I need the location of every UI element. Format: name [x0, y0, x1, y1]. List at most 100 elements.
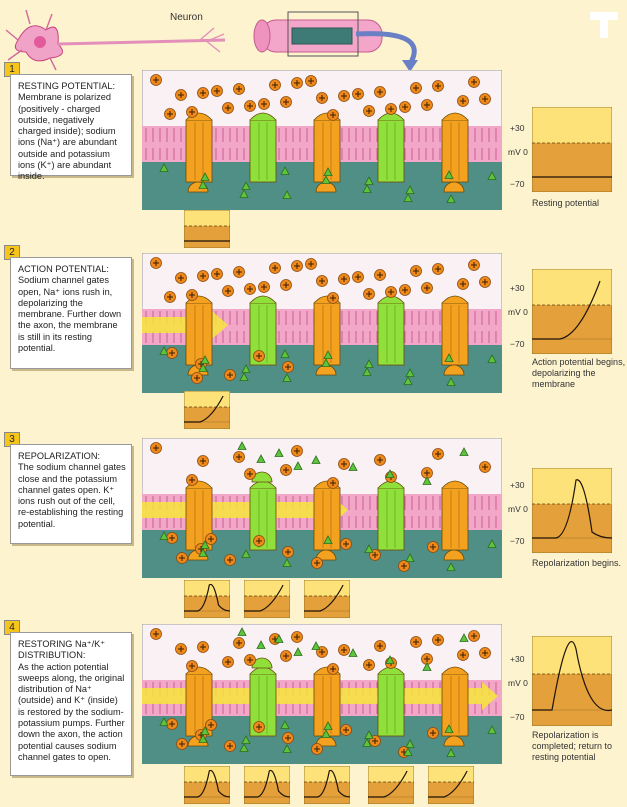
- sodium-ion: [205, 533, 217, 545]
- sodium-ion: [244, 100, 256, 112]
- axis-label-zero: mV 0: [508, 678, 528, 688]
- sodium-ion: [340, 724, 352, 736]
- potassium-ion: [321, 175, 331, 184]
- sodium-channel: [185, 112, 213, 183]
- potassium-ion: [444, 724, 454, 733]
- sodium-ion: [432, 634, 444, 646]
- potassium-ion: [444, 170, 454, 179]
- sodium-ion: [385, 286, 397, 298]
- potassium-ion: [239, 372, 249, 381]
- potassium-ion: [362, 367, 372, 376]
- sodium-ion: [468, 630, 480, 642]
- sodium-ion: [363, 659, 375, 671]
- sodium-ion: [280, 650, 292, 662]
- corner-mark: [590, 12, 618, 38]
- membrane-panel: [142, 438, 502, 578]
- graph-upper-region: [244, 580, 290, 596]
- potassium-ion: [403, 747, 413, 756]
- sodium-ion: [197, 87, 209, 99]
- sodium-ion: [427, 727, 439, 739]
- sodium-ion: [186, 660, 198, 672]
- sodium-ion: [374, 269, 386, 281]
- axis-label-minus70: −70: [510, 179, 525, 189]
- axis-label-plus30: +30: [510, 123, 525, 133]
- axis-label-minus70: −70: [510, 712, 525, 722]
- sodium-ion: [233, 266, 245, 278]
- potassium-ion: [274, 634, 284, 643]
- potassium-ion: [239, 743, 249, 752]
- sodium-channel: [185, 295, 213, 366]
- potassium-ion: [282, 190, 292, 199]
- sodium-ion: [175, 272, 187, 284]
- potassium-ion: [282, 558, 292, 567]
- potassium-ion: [422, 662, 432, 671]
- step-text: The sodium channel gates close and the p…: [18, 462, 126, 529]
- sodium-ion: [305, 75, 317, 87]
- sodium-ion: [150, 74, 162, 86]
- potassium-ion: [446, 377, 456, 386]
- mini-graph: [428, 766, 474, 804]
- step-description: RESTORING Na⁺/K⁺ DISTRIBUTION: As the ac…: [10, 632, 132, 776]
- sodium-ion: [291, 631, 303, 643]
- sodium-ion: [244, 468, 256, 480]
- sodium-ion: [233, 83, 245, 95]
- sodium-ion: [338, 90, 350, 102]
- voltage-curve: [532, 479, 612, 539]
- potassium-ion: [362, 184, 372, 193]
- sodium-ion: [222, 102, 234, 114]
- sodium-ion: [233, 637, 245, 649]
- sodium-ion: [186, 289, 198, 301]
- sodium-ion: [197, 455, 209, 467]
- potassium-ion: [364, 359, 374, 368]
- sodium-ion: [363, 288, 375, 300]
- axis-label-plus30: +30: [510, 283, 525, 293]
- mini-graph: [184, 580, 230, 618]
- sodium-ion: [191, 372, 203, 384]
- membrane-panel: [142, 70, 502, 210]
- sodium-ion: [258, 98, 270, 110]
- graph-caption: Action potential begins, depolarizing th…: [532, 357, 626, 389]
- sodium-ion: [468, 259, 480, 271]
- potassium-ion: [159, 163, 169, 172]
- potassium-ion: [237, 627, 247, 636]
- potassium-ion: [422, 476, 432, 485]
- graph-upper-region: [244, 766, 290, 782]
- voltage-curve: [304, 584, 344, 612]
- potassium-ion: [385, 469, 395, 478]
- potassium-ion: [239, 189, 249, 198]
- graph-caption: Resting potential: [532, 198, 600, 208]
- sodium-ion: [421, 282, 433, 294]
- potassium-ion: [364, 544, 374, 553]
- potassium-ion: [403, 376, 413, 385]
- sodium-ion: [291, 445, 303, 457]
- sodium-ion: [280, 96, 292, 108]
- graph-lower-region: [532, 305, 612, 354]
- potassium-ion: [362, 738, 372, 747]
- potassium-ion: [323, 350, 333, 359]
- sodium-ion: [432, 80, 444, 92]
- sodium-ion: [282, 546, 294, 558]
- sodium-ion: [352, 88, 364, 100]
- mini-graph: [184, 210, 230, 248]
- potassium-ion: [323, 167, 333, 176]
- sodium-channel: [313, 112, 341, 183]
- sodium-ion: [282, 732, 294, 744]
- potassium-ion: [241, 549, 251, 558]
- potassium-ion: [323, 721, 333, 730]
- graph-caption: Repolarization begins.: [532, 558, 622, 568]
- axis-label-zero: mV 0: [508, 147, 528, 157]
- sodium-channel: [313, 480, 341, 551]
- voltage-curve: [368, 770, 408, 798]
- sodium-ion: [421, 99, 433, 111]
- sodium-ion: [399, 101, 411, 113]
- potassium-ion: [364, 176, 374, 185]
- graph-lower-region: [184, 782, 230, 804]
- potassium-ion: [311, 455, 321, 464]
- potassium-ion: [405, 739, 415, 748]
- sodium-ion: [197, 270, 209, 282]
- sodium-ion: [398, 560, 410, 572]
- axis-label-zero: mV 0: [508, 504, 528, 514]
- potassium-ion: [444, 353, 454, 362]
- voltage-graph: [532, 468, 612, 553]
- graph-upper-region: [532, 468, 612, 504]
